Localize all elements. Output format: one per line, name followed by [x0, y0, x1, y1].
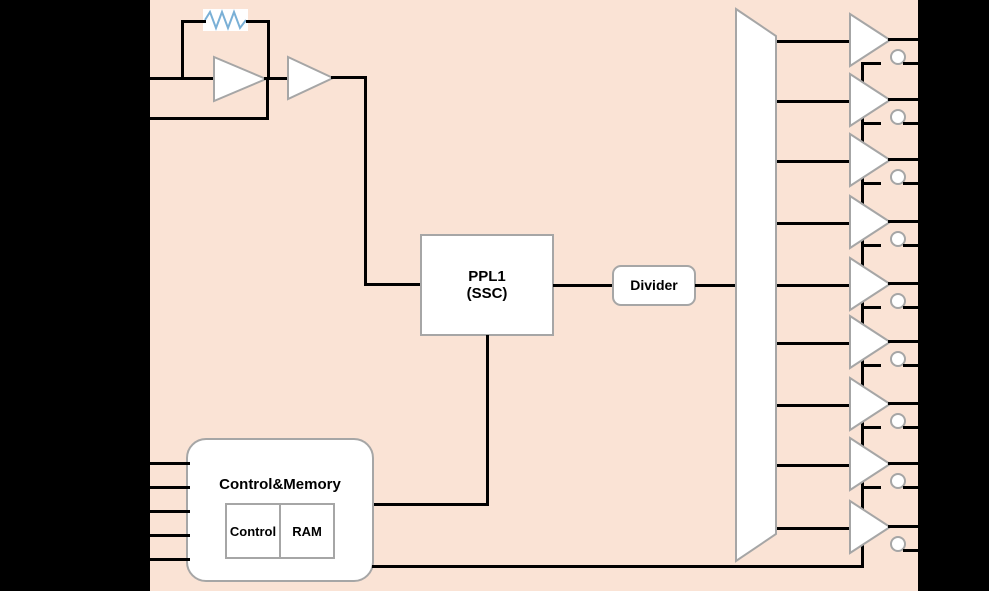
output-pin-2n — [903, 122, 918, 125]
control-input-pin-2 — [150, 486, 190, 489]
output-pin-8n — [903, 486, 918, 489]
control-input-pin-1 — [150, 462, 190, 465]
output-pin-9p — [888, 525, 918, 528]
output-pin-6n — [903, 364, 918, 367]
buffer-2-enable-stub — [861, 122, 881, 125]
output-pin-4p — [888, 220, 918, 223]
fanout-out-wire-5 — [777, 284, 851, 287]
buffer-6-enable-stub — [861, 364, 881, 367]
pll-block[interactable]: PPL1 (SSC) — [420, 234, 554, 336]
ram-sub-block[interactable]: RAM — [281, 503, 335, 559]
output-pin-5n — [903, 306, 918, 309]
output-pin-6p — [888, 340, 918, 343]
fanout-out-wire-6 — [777, 342, 851, 345]
output-pin-2p — [888, 98, 918, 101]
fanout-out-wire-3 — [777, 160, 851, 163]
control-input-pin-3 — [150, 510, 190, 513]
osc-interstage-wire — [264, 77, 288, 80]
output-pin-3n — [903, 182, 918, 185]
osc-amplifier — [212, 55, 269, 103]
differential-output-buffer-9[interactable] — [848, 499, 906, 555]
buffer-5-enable-stub — [861, 306, 881, 309]
output-pin-1n — [903, 62, 918, 65]
feedback-wire-top-left — [181, 20, 206, 23]
pll-label-line2: (SSC) — [466, 285, 508, 302]
buffer-4-enable-stub — [861, 244, 881, 247]
fanout-out-wire-2 — [777, 100, 851, 103]
divider-to-fanout-wire — [695, 284, 740, 287]
output-pin-7p — [888, 402, 918, 405]
output-pin-4n — [903, 244, 918, 247]
feedback-wire-left — [181, 20, 184, 80]
differential-output-buffer-3[interactable] — [848, 132, 906, 188]
control-input-pin-4 — [150, 534, 190, 537]
pll-label-line1: PPL1 — [468, 267, 506, 285]
output-enable-bus-riser — [861, 62, 864, 567]
differential-output-buffer-4[interactable] — [848, 194, 906, 250]
output-pin-1p — [888, 38, 918, 41]
buffer-1-enable-stub — [861, 62, 881, 65]
buffer-3-enable-stub — [861, 182, 881, 185]
feedback-wire-top-right — [246, 20, 270, 23]
osc-buffer — [286, 55, 336, 101]
osc-xout-riser — [266, 78, 269, 120]
fanout-out-wire-7 — [777, 404, 851, 407]
pll-to-control-wire-v — [486, 335, 489, 505]
fanout-out-wire-1 — [777, 40, 851, 43]
osc-to-pll-wire-h2 — [364, 283, 422, 286]
fanout-out-wire-8 — [777, 464, 851, 467]
control-memory-title: Control&Memory — [219, 476, 341, 493]
clock-distribution-fanout[interactable] — [733, 6, 779, 564]
output-pin-3p — [888, 158, 918, 161]
fanout-out-wire-4 — [777, 222, 851, 225]
control-input-pin-5 — [150, 558, 190, 561]
output-pin-5p — [888, 282, 918, 285]
divider-block[interactable]: Divider — [612, 265, 696, 306]
fanout-out-wire-9 — [777, 527, 851, 530]
output-pin-7n — [903, 426, 918, 429]
divider-label: Divider — [630, 277, 678, 294]
output-enable-bus — [372, 565, 864, 568]
output-pin-8p — [888, 462, 918, 465]
pll-to-divider-wire — [553, 284, 613, 287]
control-sub-block[interactable]: Control — [225, 503, 281, 559]
feedback-resistor — [203, 9, 248, 31]
osc-to-pll-wire-h1 — [331, 76, 367, 79]
osc-to-pll-wire-v — [364, 76, 367, 286]
differential-output-buffer-2[interactable] — [848, 72, 906, 128]
buffer-8-enable-stub — [861, 486, 881, 489]
control-memory-block[interactable]: Control&Memory Control RAM — [186, 438, 374, 582]
osc-input-pin-xout — [150, 117, 268, 120]
differential-output-buffer-8[interactable] — [848, 436, 906, 492]
osc-input-pin-xin — [150, 77, 220, 80]
differential-output-buffer-5[interactable] — [848, 256, 906, 312]
buffer-7-enable-stub — [861, 426, 881, 429]
feedback-wire-right — [267, 20, 270, 80]
differential-output-buffer-7[interactable] — [848, 376, 906, 432]
pll-to-control-wire-h — [372, 503, 489, 506]
differential-output-buffer-6[interactable] — [848, 314, 906, 370]
output-pin-9n — [903, 549, 918, 552]
differential-output-buffer-1[interactable] — [848, 12, 906, 68]
